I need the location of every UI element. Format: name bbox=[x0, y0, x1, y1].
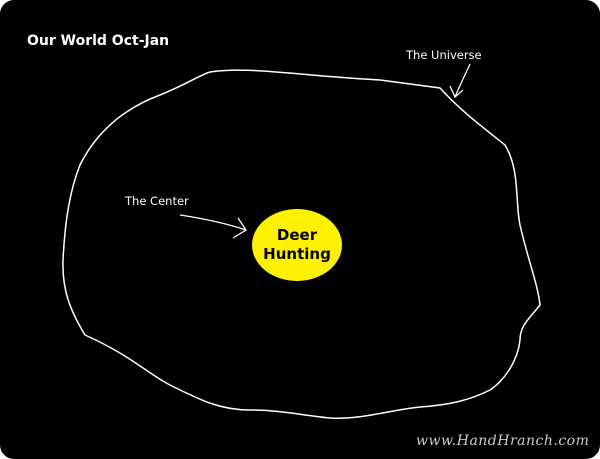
universe-label: The Universe bbox=[406, 48, 482, 62]
watermark: www.HandHranch.com bbox=[416, 433, 590, 449]
deer-hunting-circle: Deer Hunting bbox=[252, 209, 342, 281]
center-label: The Center bbox=[125, 194, 189, 208]
blob-line-1: Deer bbox=[276, 226, 318, 244]
diagram-title: Our World Oct-Jan bbox=[27, 33, 170, 49]
universe-outline bbox=[62, 69, 541, 420]
center-arrow bbox=[179, 214, 247, 239]
universe-arrow bbox=[449, 63, 471, 99]
blob-line-2: Hunting bbox=[263, 245, 331, 263]
